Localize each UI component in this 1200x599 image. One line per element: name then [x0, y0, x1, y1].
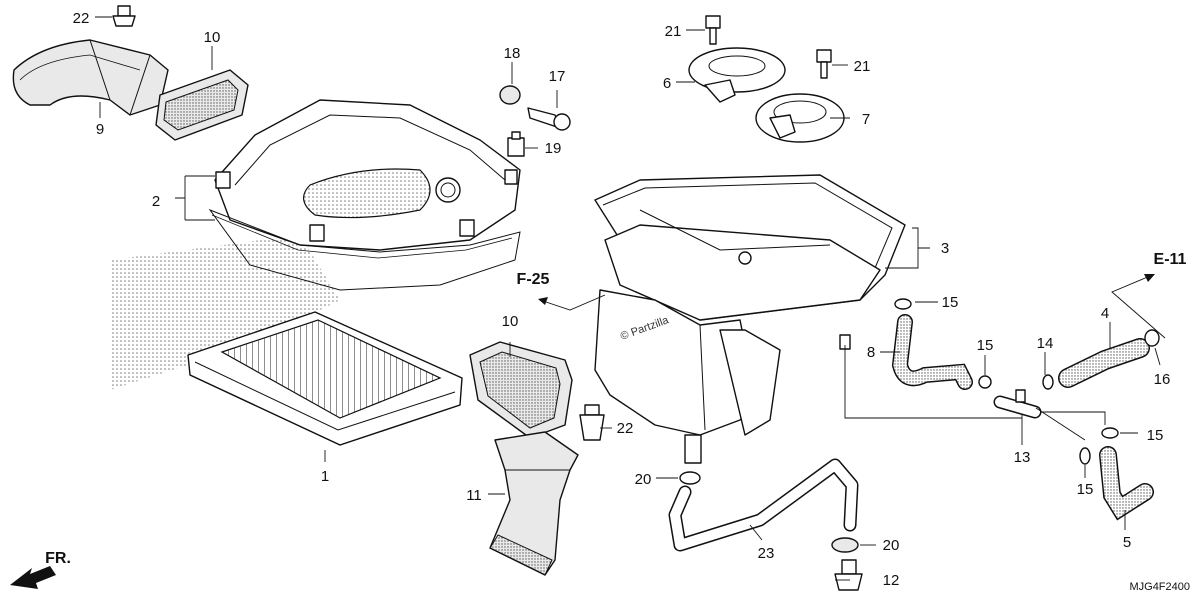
part-21-bolt-a[interactable]	[705, 15, 721, 45]
part-1-air-filter[interactable]	[187, 311, 463, 446]
label-16: 16	[1154, 371, 1171, 388]
part-7-cap[interactable]	[755, 93, 845, 143]
label-18: 18	[504, 45, 521, 62]
label-20-a: 20	[635, 471, 652, 488]
label-15-b: 15	[977, 337, 994, 354]
part-17-screw[interactable]	[527, 107, 571, 131]
label-8: 8	[867, 344, 875, 361]
part-6-cap[interactable]	[688, 47, 786, 103]
label-11: 11	[466, 487, 482, 504]
part-20-clamp-a[interactable]	[679, 471, 701, 485]
part-10-lower-seal[interactable]	[469, 341, 573, 439]
label-15-a: 15	[942, 294, 959, 311]
part-9-intake-duct[interactable]	[12, 39, 169, 116]
part-5-hose[interactable]	[1099, 446, 1154, 521]
part-15-clip-a[interactable]	[894, 298, 912, 310]
label-15-c: 15	[1147, 427, 1164, 444]
label-10-lower: 10	[502, 313, 519, 330]
label-20-b: 20	[883, 537, 900, 554]
part-18-grommet[interactable]	[499, 85, 521, 105]
part-15-clip-b[interactable]	[978, 375, 992, 389]
label-12: 12	[883, 572, 900, 589]
label-14: 14	[1037, 335, 1054, 352]
label-7: 7	[862, 111, 870, 128]
part-4-hose[interactable]	[1058, 338, 1150, 388]
label-4: 4	[1101, 305, 1109, 322]
label-6: 6	[663, 75, 671, 92]
part-10-upper-seal[interactable]	[155, 69, 249, 141]
ref-f25: F-25	[517, 271, 550, 288]
label-15-d: 15	[1077, 481, 1094, 498]
front-label: FR.	[45, 550, 71, 567]
label-21-a: 21	[665, 23, 682, 40]
label-22-b: 22	[617, 420, 634, 437]
front-arrow-icon	[10, 566, 56, 589]
part-13-joint[interactable]	[993, 389, 1042, 419]
label-1: 1	[321, 468, 329, 485]
part-8-hose[interactable]	[891, 314, 973, 390]
part-12-drain-plug[interactable]	[834, 559, 863, 591]
label-19: 19	[545, 140, 562, 157]
part-15-clip-c[interactable]	[1101, 427, 1119, 439]
label-9: 9	[96, 121, 104, 138]
leader-lines	[95, 16, 1161, 581]
part-21-bolt-b[interactable]	[816, 49, 832, 79]
reference-e11-arrow	[1111, 274, 1166, 339]
part-23-drain-tube[interactable]	[668, 458, 859, 552]
label-10-upper: 10	[204, 29, 221, 46]
label-23: 23	[758, 545, 775, 562]
part-22-clip-lower[interactable]	[579, 404, 605, 441]
diagram-code: MJG4F2400	[1129, 581, 1190, 593]
part-2-air-cleaner-cover[interactable]	[208, 99, 521, 291]
reference-f25-arrow	[538, 294, 606, 311]
part-3-air-cleaner-case[interactable]	[594, 174, 906, 464]
label-21-b: 21	[854, 58, 871, 75]
part-16-clip[interactable]	[1144, 329, 1160, 347]
label-5: 5	[1123, 534, 1131, 551]
label-3: 3	[941, 240, 949, 257]
part-15-clip-d[interactable]	[1079, 447, 1091, 465]
label-13: 13	[1014, 449, 1031, 466]
label-2: 2	[152, 193, 160, 210]
part-11-lower-duct[interactable]	[489, 431, 579, 576]
part-19-sensor[interactable]	[507, 131, 525, 157]
label-22-a: 22	[73, 10, 90, 27]
part-22-clip-top[interactable]	[112, 5, 136, 27]
part-20-clamp-b[interactable]	[831, 537, 859, 553]
part-14-clip[interactable]	[1042, 374, 1054, 390]
label-17: 17	[549, 68, 566, 85]
ref-e11: E-11	[1154, 251, 1187, 268]
